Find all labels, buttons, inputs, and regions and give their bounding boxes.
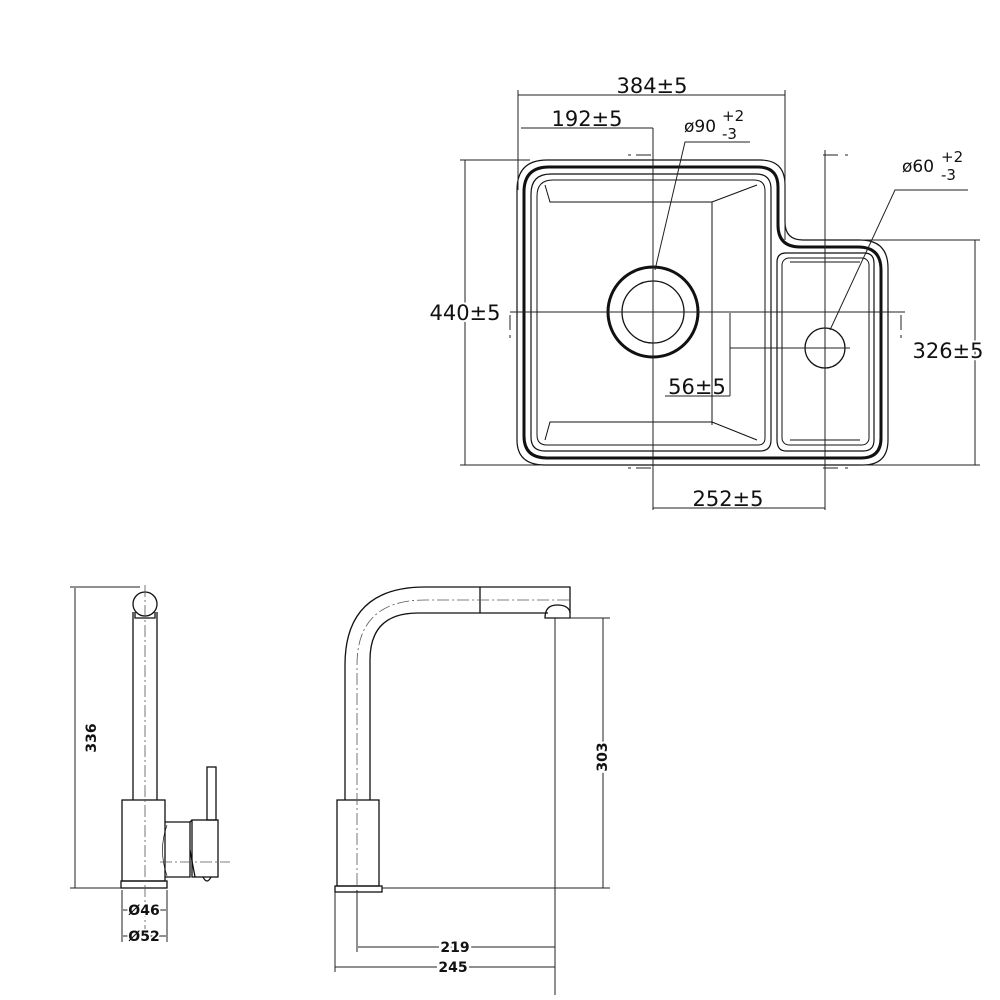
base-diameter-label: Ø52 (128, 929, 159, 945)
inner-diameter-label: Ø46 (128, 903, 159, 919)
main-drain-diameter-label: ø90 (684, 117, 716, 137)
small-drain-tol-minus: -3 (941, 166, 956, 184)
faucet-height-label: 336 (84, 723, 100, 752)
depth-overall-label: 440±5 (429, 301, 500, 325)
spout-height-label: 303 (595, 742, 611, 771)
spout-reach-label: 219 (440, 940, 469, 956)
centerlines (510, 128, 905, 510)
drain-vertical-offset-label: 56±5 (668, 375, 726, 399)
small-drain-diameter-label: ø60 (902, 157, 934, 177)
sink-outline (516, 159, 889, 466)
drain-spacing-label: 252±5 (692, 487, 763, 511)
small-bowl-depth-label: 326±5 (912, 339, 983, 363)
drain-offset-label: 192±5 (551, 107, 622, 131)
faucet-front-view: 303 219 245 (334, 586, 613, 995)
faucet-side-view: 336 Ø46 Ø52 (70, 585, 230, 947)
dimension-lines (460, 90, 980, 509)
main-drain-tol-plus: +2 (722, 107, 744, 125)
main-drain-tol-minus: -3 (722, 125, 737, 143)
overall-reach-label: 245 (438, 960, 467, 976)
small-drain-tol-plus: +2 (941, 148, 963, 166)
width-overall-label: 384±5 (616, 74, 687, 98)
sink-plan-view: 384±5 192±5 ø90 +2 -3 ø60 +2 -3 440±5 32… (427, 74, 985, 511)
